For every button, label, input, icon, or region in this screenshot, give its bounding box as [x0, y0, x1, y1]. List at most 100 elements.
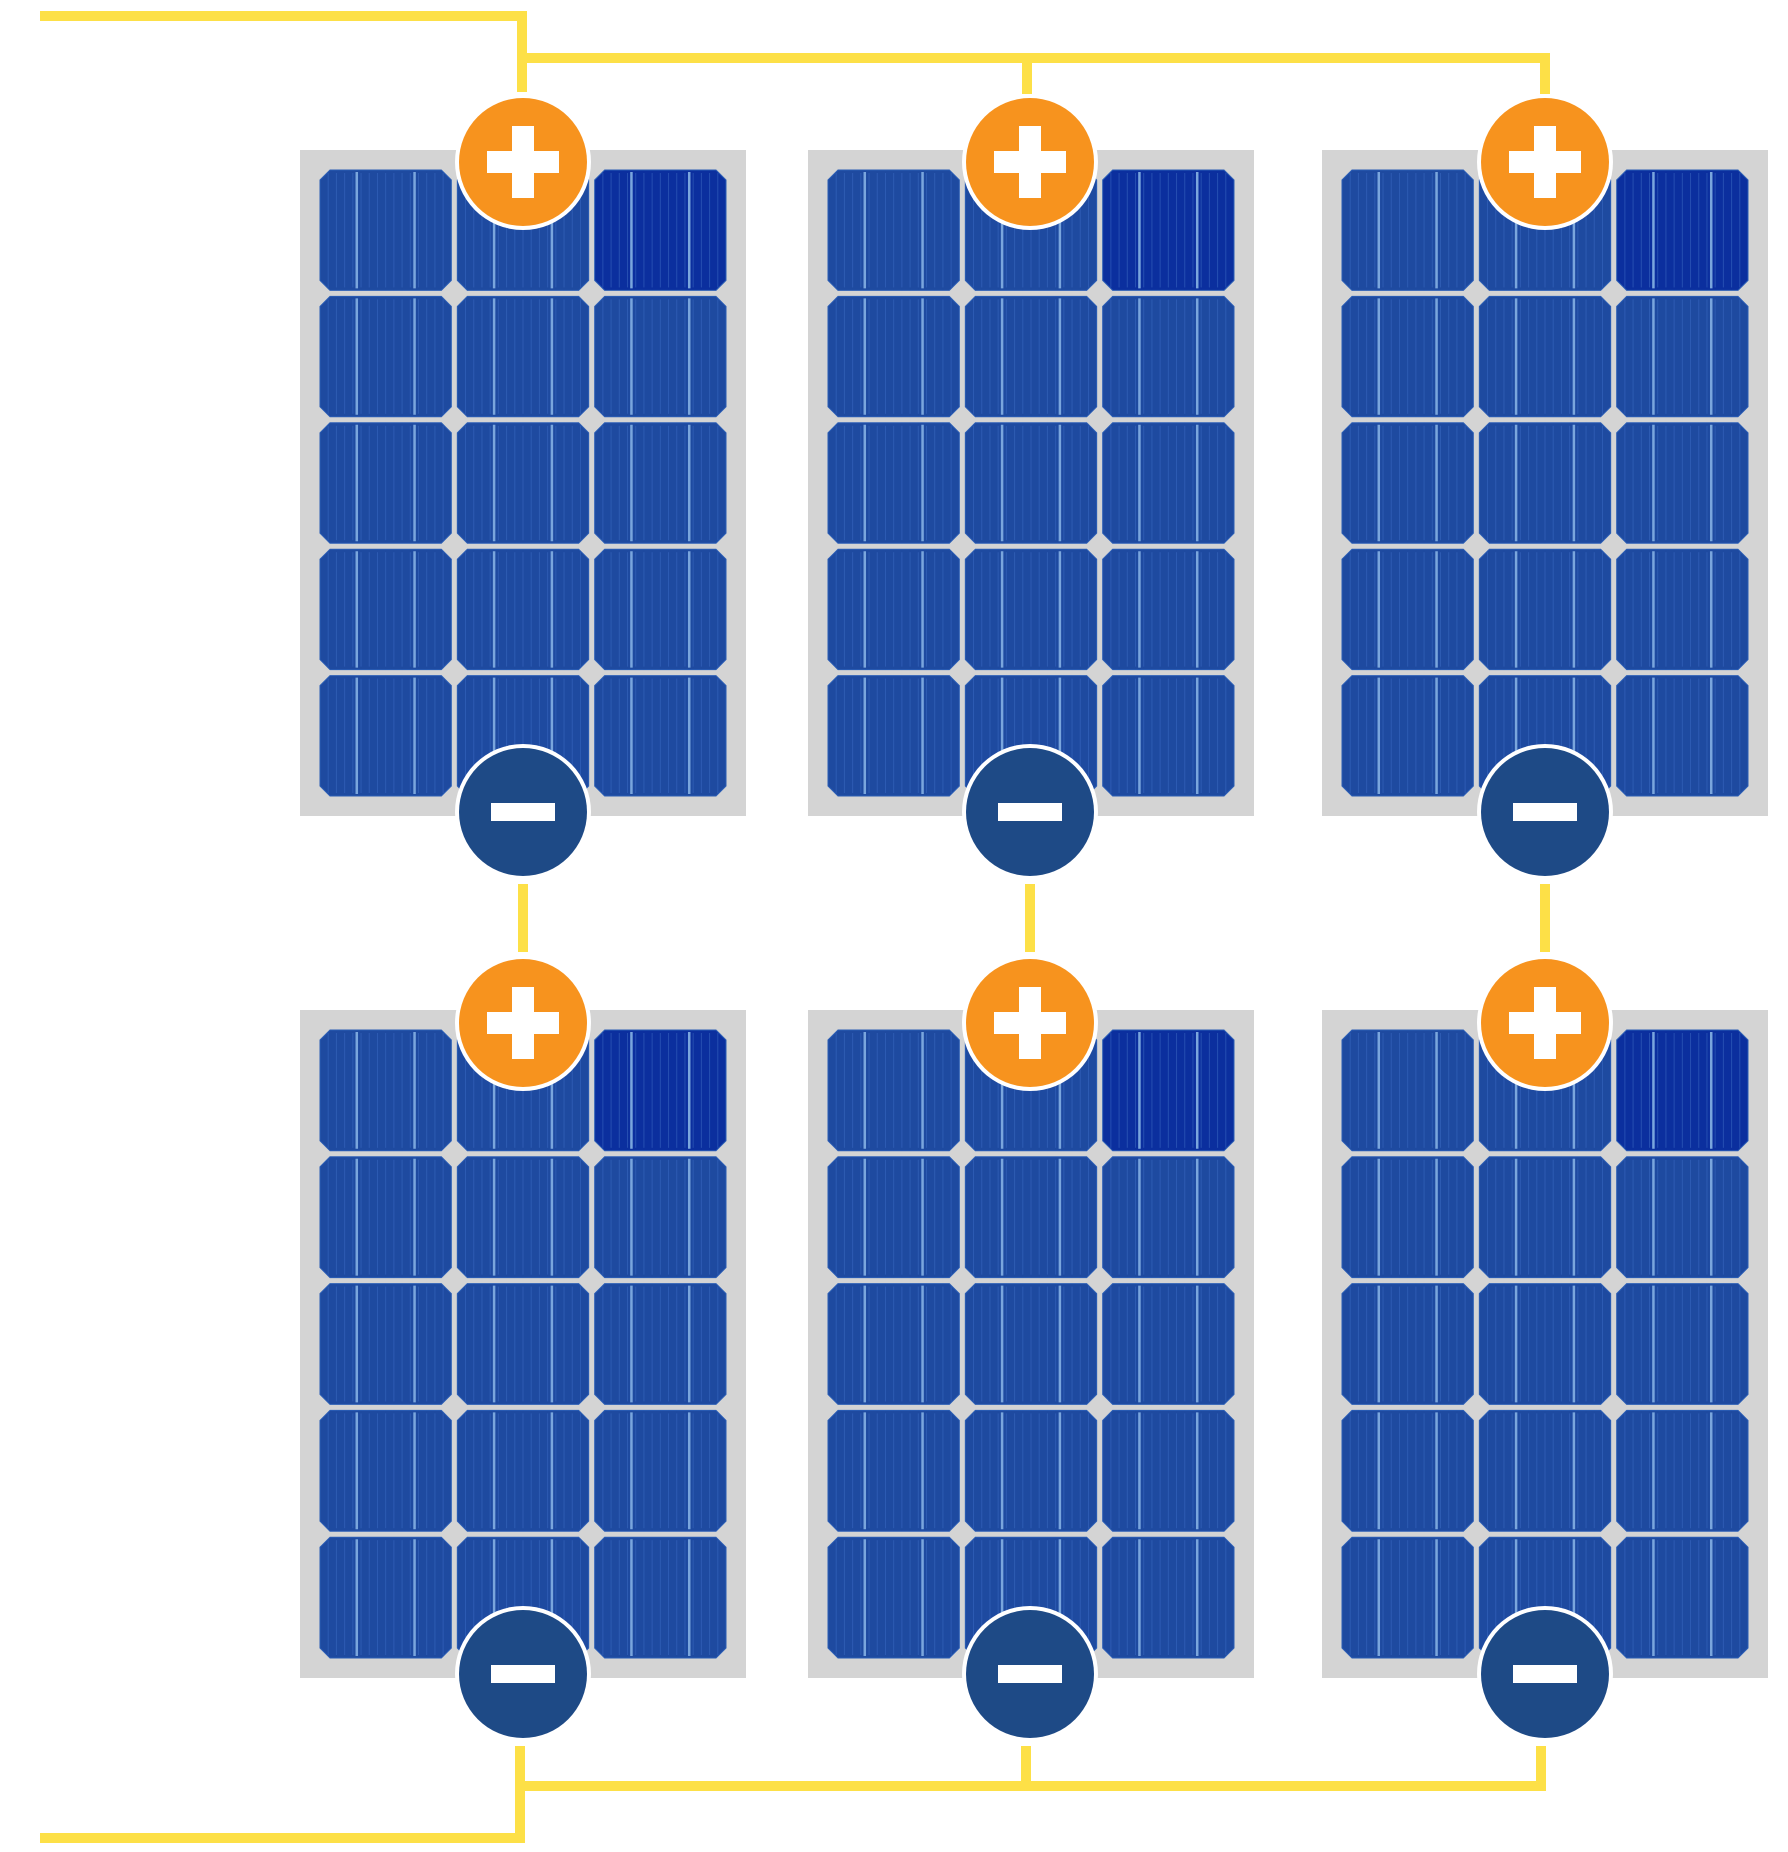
solar-cell — [456, 1409, 590, 1532]
solar-cell — [456, 422, 590, 544]
solar-cell — [1341, 1536, 1474, 1659]
solar-cell — [827, 169, 960, 291]
solar-cell — [1102, 1156, 1235, 1279]
solar-cell — [319, 1029, 452, 1152]
solar-cell — [1616, 169, 1749, 291]
solar-cell — [1616, 675, 1749, 797]
solar-cell — [1102, 295, 1235, 418]
wire-positive-output — [40, 11, 527, 92]
solar-cell — [964, 1283, 1098, 1405]
solar-panel-6 — [1322, 1010, 1768, 1678]
solar-cell — [319, 1283, 452, 1405]
solar-cell — [1102, 1536, 1235, 1659]
plus-icon — [1509, 987, 1581, 1059]
solar-cell — [1478, 1409, 1612, 1532]
plus-bar-v — [1019, 987, 1041, 1059]
solar-cell — [594, 548, 727, 671]
solar-cell — [594, 422, 727, 544]
solar-panel-3 — [1322, 150, 1768, 816]
solar-cell — [1341, 295, 1474, 418]
plus-icon — [487, 987, 559, 1059]
solar-cell — [1102, 548, 1235, 671]
positive-terminal-4 — [455, 955, 591, 1091]
solar-cell — [827, 548, 960, 671]
solar-cell — [456, 295, 590, 418]
solar-cell — [594, 169, 727, 291]
positive-terminal-3 — [1477, 94, 1613, 230]
negative-terminal-4 — [455, 1606, 591, 1742]
solar-cell — [964, 1409, 1098, 1532]
solar-cell — [827, 295, 960, 418]
solar-cell — [594, 675, 727, 797]
negative-terminal-3 — [1477, 744, 1613, 880]
minus-bar — [491, 1665, 555, 1683]
plus-icon — [1509, 126, 1581, 198]
positive-terminal-1 — [455, 94, 591, 230]
plus-icon — [487, 126, 559, 198]
terminals — [455, 94, 1613, 1742]
plus-icon — [994, 126, 1066, 198]
plus-bar-v — [1534, 126, 1556, 198]
solar-cell — [319, 169, 452, 291]
solar-cell — [1616, 1409, 1749, 1532]
solar-cell — [827, 1409, 960, 1532]
solar-panel-4 — [300, 1010, 746, 1678]
solar-cell — [594, 1283, 727, 1405]
solar-cell — [1478, 295, 1612, 418]
negative-terminal-5 — [962, 1606, 1098, 1742]
minus-bar — [1513, 803, 1577, 821]
wire-positive-bus — [522, 53, 1550, 94]
solar-cell — [1478, 1283, 1612, 1405]
solar-cell — [1478, 548, 1612, 671]
solar-cell — [1341, 1409, 1474, 1532]
plus-bar-v — [1019, 126, 1041, 198]
solar-cell — [1102, 675, 1235, 797]
solar-cell — [1341, 548, 1474, 671]
solar-cell — [456, 1156, 590, 1279]
minus-icon — [998, 803, 1062, 821]
solar-cell — [1102, 1409, 1235, 1532]
solar-cell — [1616, 1029, 1749, 1152]
solar-cell — [319, 1536, 452, 1659]
positive-terminal-6 — [1477, 955, 1613, 1091]
solar-cell — [1616, 422, 1749, 544]
negative-terminal-1 — [455, 744, 591, 880]
solar-cell — [1478, 422, 1612, 544]
solar-cell — [964, 1156, 1098, 1279]
plus-bar-v — [1534, 987, 1556, 1059]
negative-terminal-2 — [962, 744, 1098, 880]
solar-cell — [319, 548, 452, 671]
solar-panel-array — [300, 150, 1768, 1678]
solar-cell — [964, 548, 1098, 671]
solar-cell — [1616, 1283, 1749, 1405]
solar-cell — [319, 295, 452, 418]
minus-icon — [998, 1665, 1062, 1683]
solar-cell — [594, 1156, 727, 1279]
solar-cell — [1341, 1156, 1474, 1279]
solar-cell — [319, 422, 452, 544]
plus-bar-v — [512, 987, 534, 1059]
solar-cell — [319, 1409, 452, 1532]
solar-cell — [456, 1283, 590, 1405]
solar-cell — [1102, 169, 1235, 291]
minus-icon — [1513, 1665, 1577, 1683]
minus-bar — [998, 803, 1062, 821]
solar-cell — [594, 1536, 727, 1659]
solar-cell — [1341, 1283, 1474, 1405]
minus-icon — [491, 803, 555, 821]
minus-bar — [998, 1665, 1062, 1683]
solar-cell — [827, 422, 960, 544]
solar-cell — [1616, 295, 1749, 418]
solar-cell — [827, 675, 960, 797]
solar-cell — [594, 1409, 727, 1532]
solar-cell — [827, 1029, 960, 1152]
negative-terminal-6 — [1477, 1606, 1613, 1742]
solar-panel-1 — [300, 150, 746, 816]
solar-cell — [827, 1156, 960, 1279]
solar-cell — [827, 1283, 960, 1405]
solar-cell — [319, 1156, 452, 1279]
solar-cell — [1616, 1536, 1749, 1659]
solar-cell — [1341, 1029, 1474, 1152]
solar-cell — [964, 422, 1098, 544]
